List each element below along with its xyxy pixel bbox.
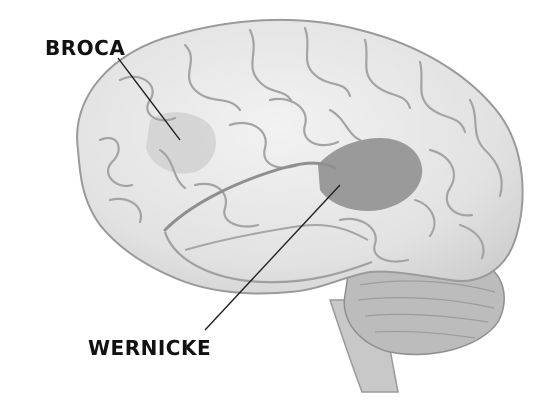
wernicke-label: WERNICKE xyxy=(88,336,211,360)
broca-label: BROCA xyxy=(45,36,125,60)
cerebrum xyxy=(77,20,522,294)
